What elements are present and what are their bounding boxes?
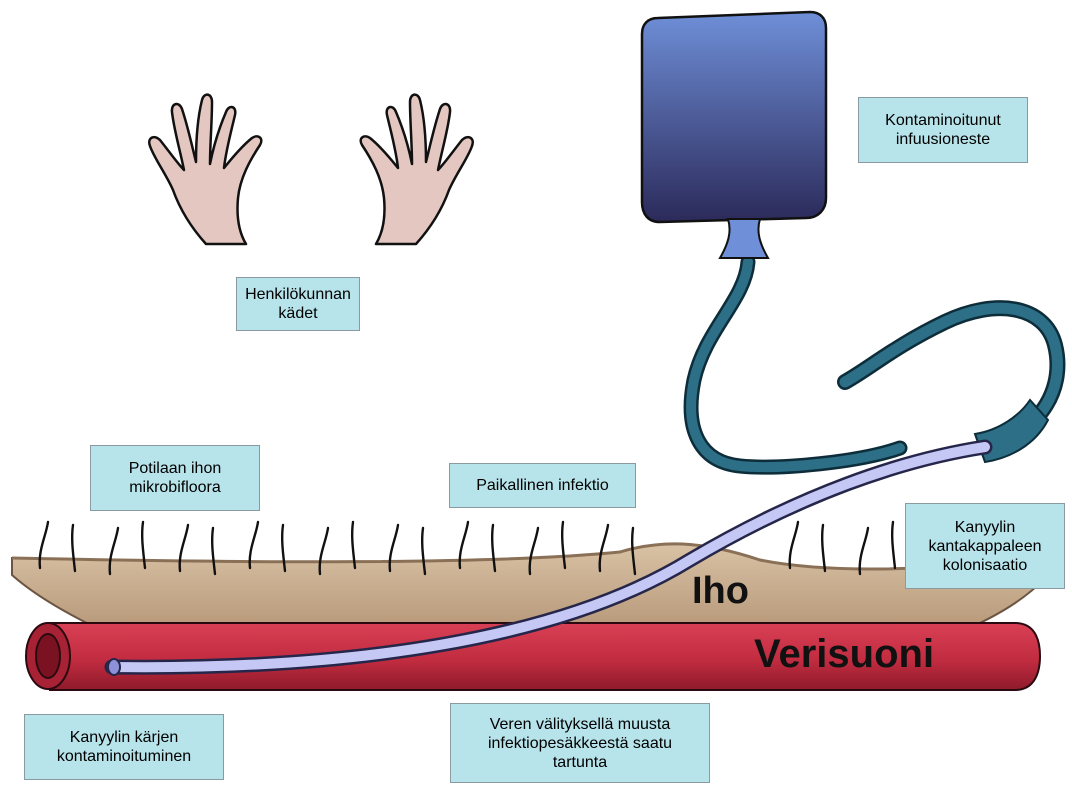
hub-colonization-label: Kanyylin kantakappaleen kolonisaatio — [905, 503, 1065, 589]
right-hand — [361, 95, 473, 244]
infusion-bag — [642, 12, 826, 258]
infusion-bag-neck — [720, 219, 768, 258]
skin-hair — [860, 528, 868, 574]
catheter-tip — [108, 659, 120, 675]
local-infection-label: Paikallinen infektio — [449, 463, 636, 508]
infusion-label: Kontaminoitunut infuusioneste — [858, 97, 1028, 163]
hands-label: Henkilökunnan kädet — [236, 277, 360, 331]
skin-hair — [790, 522, 798, 568]
left-hand — [149, 95, 261, 244]
skin-hair — [822, 525, 825, 571]
skin-label: Iho — [692, 570, 749, 613]
skin-flora-label: Potilaan ihon mikrobifloora — [90, 445, 260, 511]
bloodborne-label: Veren välityksellä muusta infektiopesäkk… — [450, 703, 710, 783]
vessel-label: Verisuoni — [754, 632, 934, 677]
tip-contamination-label: Kanyylin kärjen kontaminoituminen — [24, 714, 224, 780]
skin-hair — [892, 522, 895, 568]
